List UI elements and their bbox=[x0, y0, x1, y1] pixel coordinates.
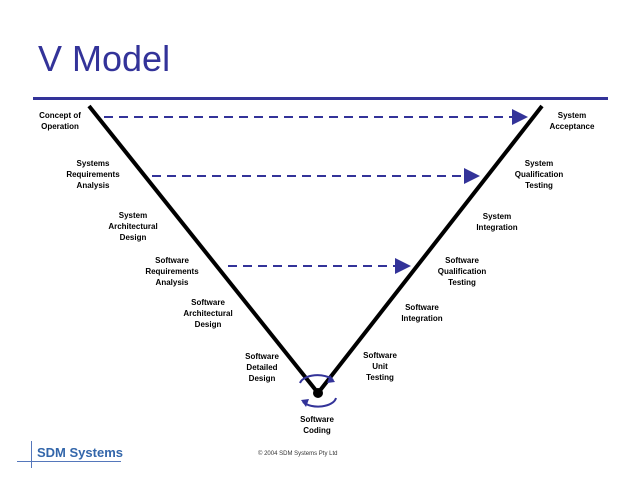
stage-system-architectural-design: System Architectural Design bbox=[108, 210, 157, 243]
label-line: System bbox=[482, 212, 512, 221]
label-line: Detailed bbox=[246, 363, 278, 372]
label-line: Unit bbox=[372, 362, 388, 371]
label-line: Software bbox=[363, 351, 397, 360]
stage-concept-of-operation: Concept of Operation bbox=[39, 110, 81, 132]
stage-systems-requirements-analysis: Systems Requirements Analysis bbox=[66, 158, 119, 191]
stage-software-qualification-testing: Software Qualification Testing bbox=[438, 255, 486, 288]
label-line: Software bbox=[155, 256, 189, 265]
coding-cycle-icon bbox=[299, 374, 337, 408]
label-line: Software bbox=[245, 352, 279, 361]
label-line: System bbox=[524, 159, 554, 168]
v-vertex-dot bbox=[313, 388, 323, 398]
label-line: Software bbox=[191, 298, 225, 307]
label-line: Software bbox=[300, 415, 334, 424]
label-line: Qualification bbox=[514, 170, 564, 179]
stage-software-coding: Software Coding bbox=[300, 414, 334, 436]
label-line: Design bbox=[119, 233, 147, 242]
label-line: Analysis bbox=[76, 181, 110, 190]
stage-software-architectural-design: Software Architectural Design bbox=[183, 297, 232, 330]
label-line: Testing bbox=[525, 181, 553, 190]
stage-system-qualification-testing: System Qualification Testing bbox=[515, 158, 563, 191]
label-line: System bbox=[557, 111, 587, 120]
stage-software-integration: Software Integration bbox=[401, 302, 442, 324]
label-line: Architectural bbox=[183, 309, 233, 318]
label-line: Integration bbox=[476, 223, 518, 232]
copyright-notice: © 2004 SDM Systems Pty Ltd bbox=[258, 451, 338, 457]
title-underline bbox=[33, 97, 608, 100]
label-line: Software bbox=[405, 303, 439, 312]
label-line: Integration bbox=[401, 314, 443, 323]
stage-system-integration: System Integration bbox=[476, 211, 517, 233]
brand-logo-vertical-line bbox=[31, 441, 32, 468]
label-line: Requirements bbox=[145, 267, 199, 276]
label-line: System bbox=[118, 211, 148, 220]
brand-logo-text: SDM Systems bbox=[37, 445, 123, 460]
slide-title: V Model bbox=[38, 38, 171, 79]
label-line: Systems bbox=[76, 159, 110, 168]
label-line: Requirements bbox=[66, 170, 120, 179]
stage-software-detailed-design: Software Detailed Design bbox=[245, 351, 279, 384]
label-line: Operation bbox=[41, 122, 79, 131]
stage-system-acceptance: System Acceptance bbox=[550, 110, 595, 132]
label-line: Software bbox=[445, 256, 479, 265]
label-line: Architectural bbox=[108, 222, 158, 231]
label-line: Coding bbox=[303, 426, 331, 435]
stage-software-requirements-analysis: Software Requirements Analysis bbox=[145, 255, 198, 288]
stage-software-unit-testing: Software Unit Testing bbox=[363, 350, 397, 383]
label-line: Concept of bbox=[39, 111, 81, 120]
brand-logo-horizontal-line bbox=[17, 461, 121, 462]
label-line: Qualification bbox=[437, 267, 487, 276]
label-line: Analysis bbox=[155, 278, 189, 287]
label-line: Design bbox=[248, 374, 276, 383]
v-right-arm bbox=[316, 104, 544, 395]
v-left-arm bbox=[87, 104, 320, 395]
label-line: Testing bbox=[448, 278, 476, 287]
label-line: Design bbox=[194, 320, 222, 329]
label-line: Testing bbox=[366, 373, 394, 382]
label-line: Acceptance bbox=[549, 122, 595, 131]
